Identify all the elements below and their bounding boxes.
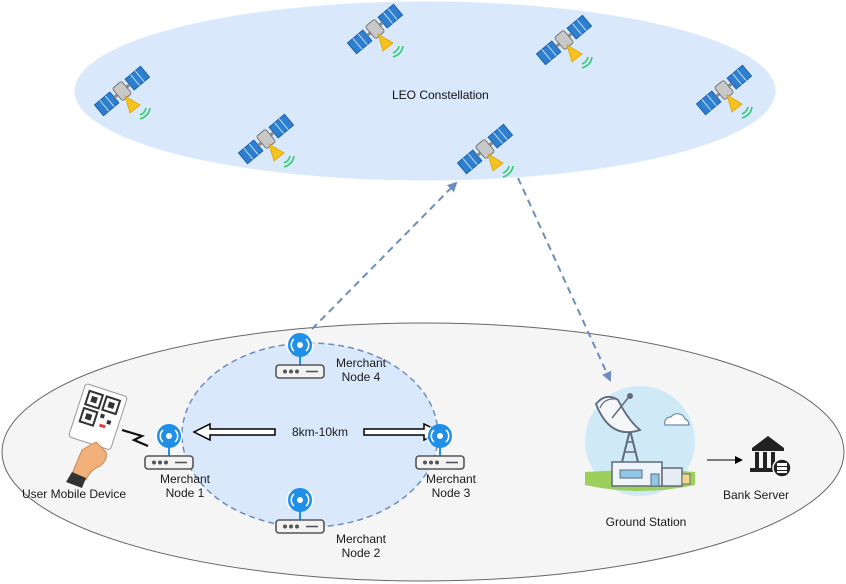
merchant-node-4-label: Merchant Node 4 [330, 356, 392, 384]
leo-constellation-label: LEO Constellation [392, 88, 489, 102]
uplink-arrow [311, 181, 458, 330]
leo-orbit-region [74, 1, 776, 181]
user-mobile-device-label: User Mobile Device [21, 487, 127, 501]
merchant-node-4-label-line2: Node 4 [341, 370, 381, 384]
ground-station-icon [585, 386, 695, 496]
merchant-node-3-label: Merchant Node 3 [420, 472, 482, 500]
merchant-node-2-label: Merchant Node 2 [330, 532, 392, 560]
merchant-node-4-label-line1: Merchant [335, 356, 387, 370]
ground-station-label: Ground Station [605, 515, 687, 529]
mesh-link-arrow-left [192, 422, 276, 442]
merchant-node-3-label-line1: Merchant [425, 472, 477, 486]
qr-payment-phone-icon [66, 383, 149, 488]
merchant-node-1-label: Merchant Node 1 [154, 472, 216, 500]
merchant-node-2-label-line1: Merchant [335, 532, 387, 546]
bank-building-icon [750, 436, 792, 478]
merchant-node-1-label-line2: Node 1 [165, 486, 205, 500]
bank-server-label: Bank Server [722, 488, 790, 502]
merchant-node-3-label-line2: Node 3 [431, 486, 471, 500]
distance-label: 8km-10km [291, 425, 348, 439]
merchant-node-2-label-line2: Node 2 [341, 546, 381, 560]
merchant-node-1-label-line1: Merchant [159, 472, 211, 486]
downlink-arrow [517, 177, 612, 382]
